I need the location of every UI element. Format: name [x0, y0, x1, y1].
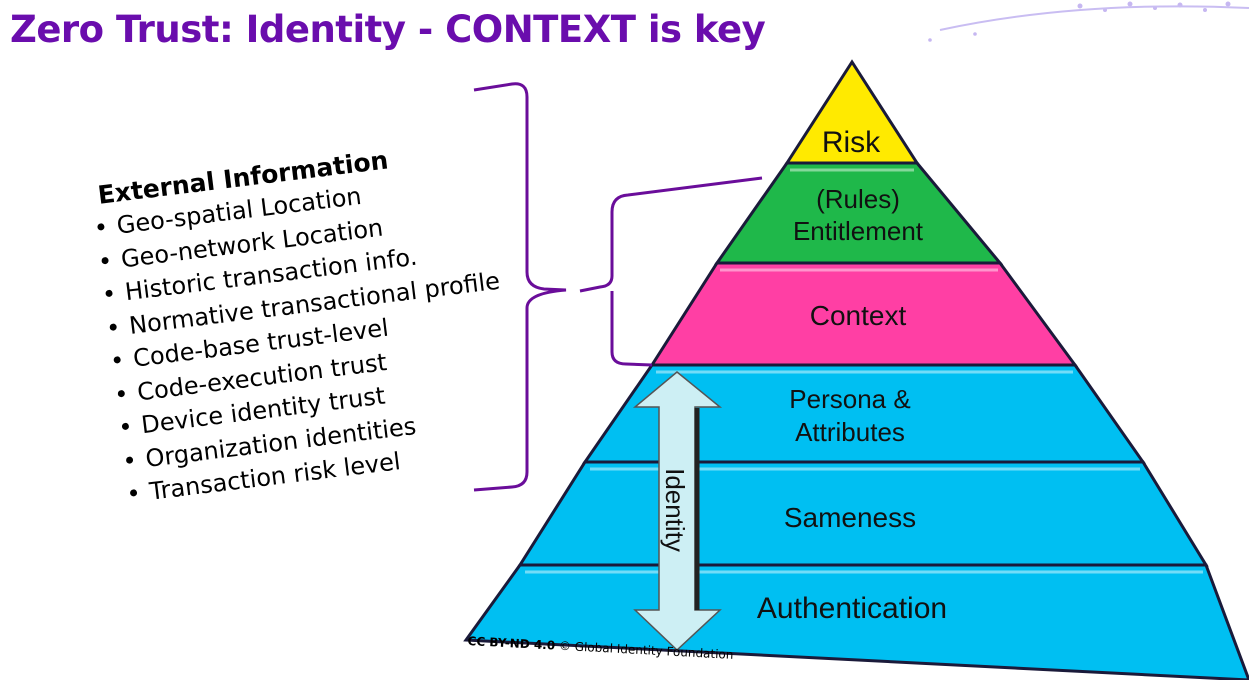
- layer-label-authentication: Authentication: [757, 592, 947, 625]
- external-info-bracket: [473, 82, 567, 492]
- page-title: Zero Trust: Identity - CONTEXT is key: [10, 8, 766, 51]
- layer-label-context: Context: [810, 300, 907, 331]
- layer-label-persona-line1: Persona &: [789, 384, 910, 414]
- decorative-dots: [928, 1, 1231, 42]
- identity-arrow-label: Identity: [660, 468, 690, 552]
- layer-label-entitlement-line2: Entitlement: [793, 216, 924, 246]
- identity-arrow: [632, 371, 723, 652]
- layer-label-entitlement-line1: (Rules): [816, 184, 900, 214]
- context-bracket: [579, 176, 763, 367]
- layer-label-risk: Risk: [822, 126, 881, 159]
- layer-label-sameness: Sameness: [784, 502, 916, 533]
- decorative-swoosh: [939, 5, 1249, 31]
- layer-label-persona-line2: Attributes: [795, 417, 905, 447]
